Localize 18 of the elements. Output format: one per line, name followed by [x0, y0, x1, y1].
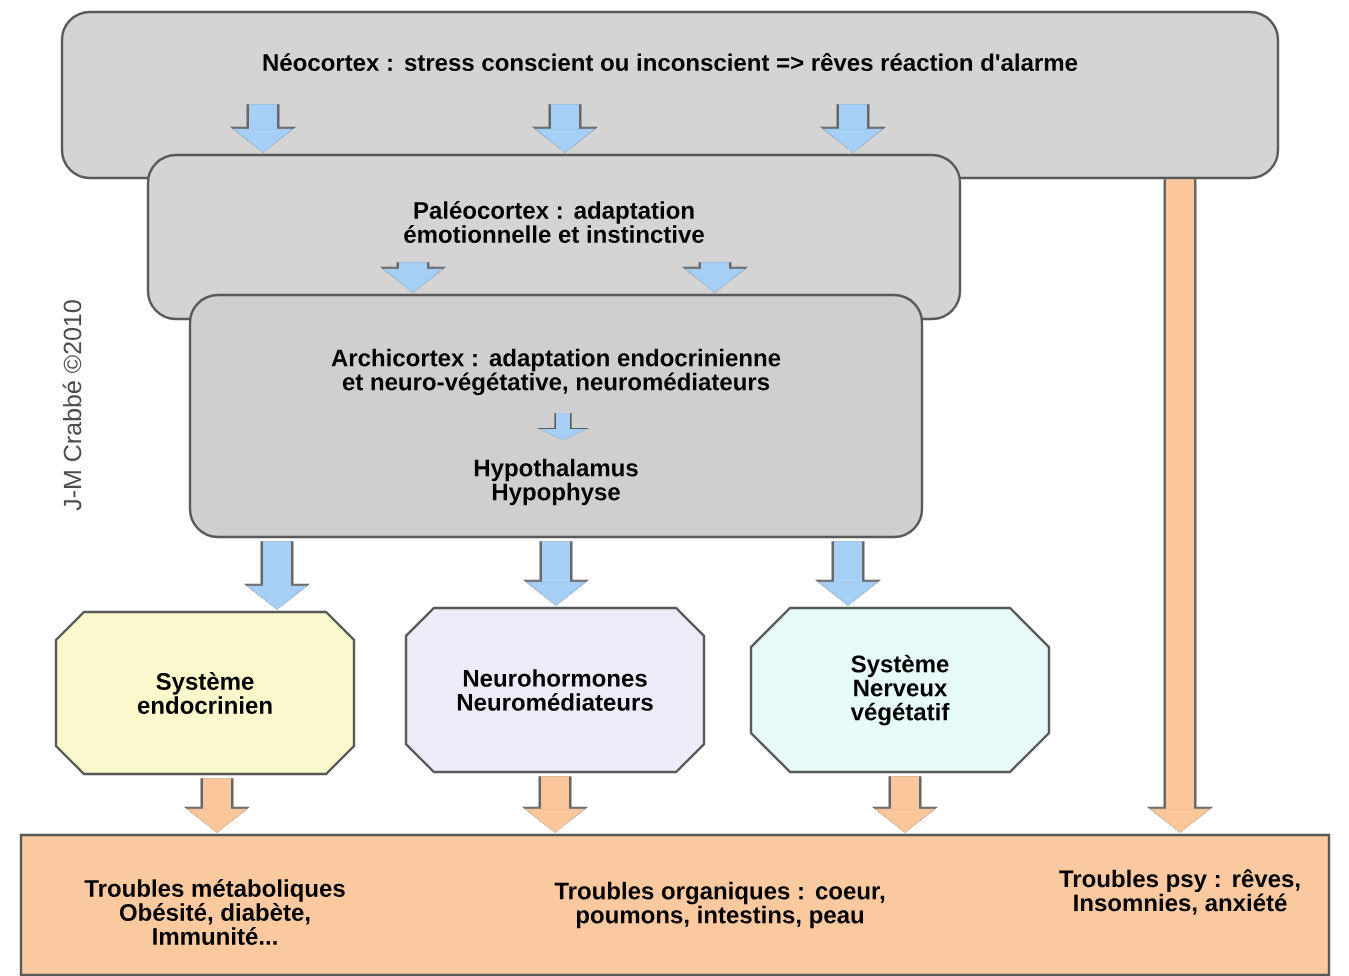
block-arrow [230, 104, 296, 153]
block-arrow [244, 541, 310, 610]
system-octagon: Neurohormones Neuromédiateurs [404, 606, 706, 774]
block-arrow [815, 541, 881, 606]
outcome-band: Troubles métaboliques Obésité, diabète, Immunité... Troubles organiques : coeur, poumons, intestins, peau Troubles psy : rêves, Insomnies, anxiété [19, 833, 1331, 976]
block-arrow [522, 776, 588, 833]
brain-region-box: Archicortex : adaptation endocrinienne et neuro-végétative, neuromédiateurs Hypothalamus Hypophyse [188, 293, 924, 539]
author-credit: J-M Crabbé ©2010 [62, 300, 82, 511]
block-arrow [532, 104, 598, 153]
block-arrow [523, 541, 589, 606]
block-arrow [1147, 179, 1213, 833]
system-octagon: Système endocrinien [54, 610, 356, 776]
system-octagon: Système Nerveux végétatif [749, 606, 1051, 774]
block-arrow [872, 776, 938, 833]
block-arrow [820, 104, 886, 153]
block-arrow [380, 262, 446, 293]
block-arrow [682, 262, 748, 293]
block-arrow [184, 778, 250, 833]
